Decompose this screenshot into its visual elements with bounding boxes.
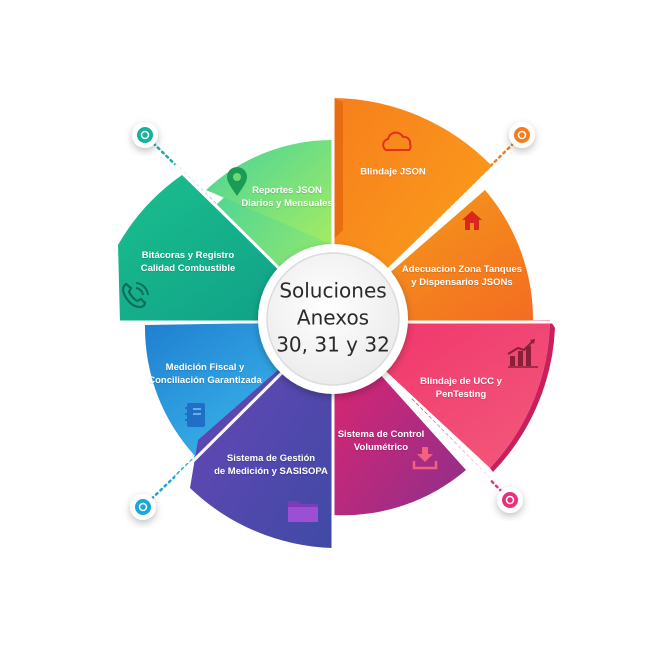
center-title: Soluciones Anexos 30, 31 y 32 (276, 278, 390, 359)
segment-reportes-top (206, 139, 333, 245)
segment-label-line: y Dispensarios JSONs (411, 277, 513, 288)
segment-label-line: Volumétrico (353, 442, 409, 453)
phone-icon (122, 282, 149, 309)
connector-node-bottom-left (130, 494, 156, 520)
segment-label-line: Calidad Combustible (140, 263, 236, 274)
segment-label-gestion-medicion: Sistema de Gestión de Medición y SASISOP… (214, 452, 328, 478)
segment-label-line: Blindaje JSON (360, 166, 426, 178)
cloud-icon (382, 131, 412, 151)
segment-label-bitacoras: Bitácoras y Registro Calidad Combustible (141, 249, 235, 275)
center-title-line-3: 30, 31 y 32 (276, 332, 390, 357)
growth-chart-icon (507, 339, 538, 368)
segment-label-line: Blindaje de UCC y (420, 376, 502, 387)
segment-label-blindaje-ucc: Blindaje de UCC y PenTesting (420, 375, 502, 401)
connector-node-bottom-right (497, 487, 523, 513)
segment-label-line: Conciliación Garantizada (148, 375, 262, 386)
center-disc (266, 252, 400, 386)
segment-label-control-volumetrico: Sistema de Control Volumétrico (338, 428, 425, 454)
segment-label-blindaje-json: Blindaje JSON (360, 166, 425, 179)
segment-label-line: Reportes JSON (252, 185, 322, 196)
center-title-line-1: Soluciones (279, 278, 387, 303)
home-icon (462, 211, 482, 230)
segment-label-line: de Medición y SASISOPA (214, 466, 328, 477)
connector-node-top-right (509, 122, 535, 148)
connector-node-top-left (132, 122, 158, 148)
folder-icon (288, 501, 318, 522)
segment-label-line: Bitácoras y Registro (141, 250, 235, 261)
segment-label-reportes: Reportes JSON Diarios y Mensuales (241, 184, 332, 210)
segment-blindaje-json-edge (333, 98, 343, 240)
segment-label-line: Sistema de Gestión (226, 453, 316, 464)
segment-label-medicion-fiscal: Medición Fiscal y Conciliación Garantiza… (148, 361, 262, 387)
download-icon (412, 447, 438, 470)
segment-label-adecuacion: Adecuacion Zona Tanques y Dispensarios J… (402, 263, 522, 289)
segment-label-line: Diarios y Mensuales (241, 198, 333, 209)
segment-label-line: Medición Fiscal y (165, 362, 245, 373)
segment-label-line: Adecuacion Zona Tanques (401, 264, 523, 275)
location-pin-icon (227, 167, 247, 196)
segment-label-line: PenTesting (435, 389, 487, 400)
notebook-icon (185, 403, 205, 427)
center-title-line-2: Anexos (296, 305, 370, 330)
segment-label-line: Sistema de Control (337, 429, 425, 440)
